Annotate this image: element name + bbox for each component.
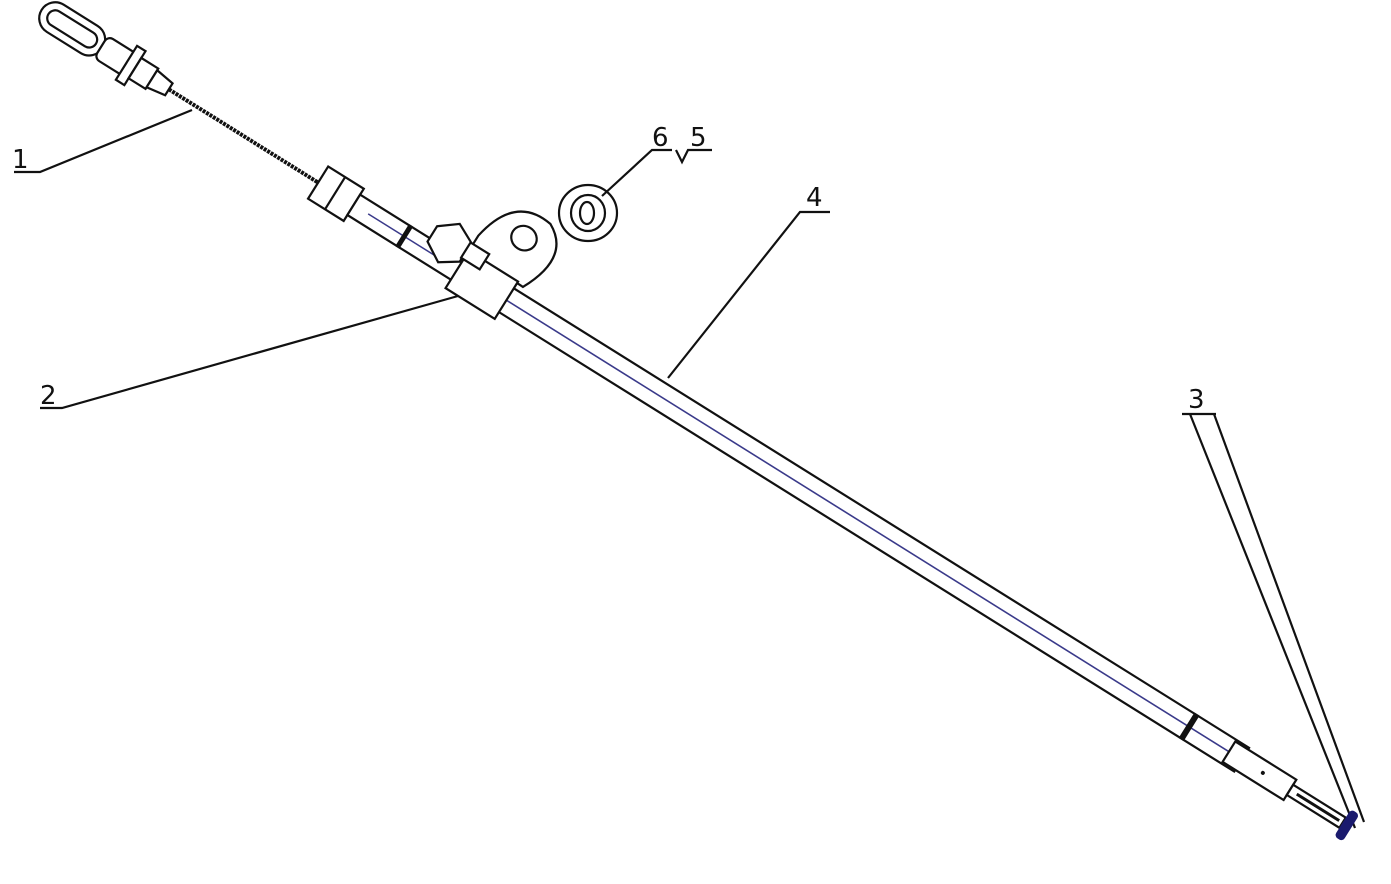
- leader-3b: [1188, 413, 1357, 829]
- tube-center-line: [490, 290, 1230, 753]
- leader-4: [667, 210, 830, 379]
- label-4: 4: [806, 183, 823, 213]
- bracket-part-2: [426, 210, 558, 321]
- leader-2: [40, 294, 459, 410]
- washer-part-6: [557, 183, 619, 243]
- leader-lines: [14, 108, 1366, 829]
- bolt-head: [426, 222, 473, 264]
- label-6: 6: [652, 123, 669, 153]
- leader-1: [14, 108, 193, 174]
- handle-part-1: [38, 1, 321, 186]
- end-cap-part-3: [1335, 810, 1359, 841]
- label-5: 5: [690, 123, 707, 153]
- leader-5: [675, 148, 712, 165]
- dipstick-assembly: [38, 1, 1359, 841]
- leader-3c: [1212, 413, 1366, 823]
- leader-6: [601, 148, 672, 197]
- label-2: 2: [40, 381, 57, 411]
- label-3: 3: [1188, 385, 1205, 415]
- label-1: 1: [12, 145, 29, 175]
